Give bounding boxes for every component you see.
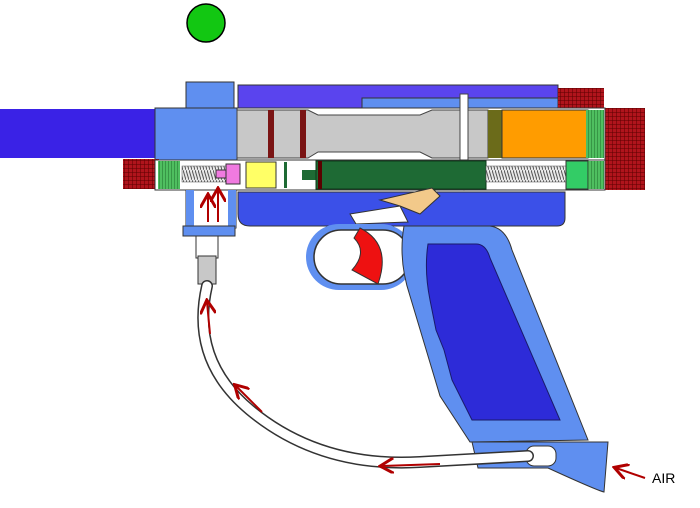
front-cap-low (123, 159, 159, 189)
sear (378, 187, 441, 215)
hammer-front-nub (302, 170, 316, 180)
hose-collar (197, 255, 217, 285)
air-post-right (228, 190, 236, 228)
barrel-adapter (154, 107, 238, 161)
valve-yellow (245, 161, 277, 189)
orange-block (501, 109, 589, 159)
rear-cap-top (558, 88, 604, 108)
bolt-oring-1 (268, 110, 274, 158)
air-label: AIR (652, 470, 676, 486)
hose-fitting-top (195, 235, 219, 259)
air-post-base (182, 225, 236, 237)
valve-pink (225, 163, 241, 185)
feed-neck (185, 81, 235, 113)
rear-cap-mid (605, 108, 645, 160)
rear-green-block (565, 160, 589, 190)
barrel (0, 109, 158, 158)
olive-block (488, 110, 502, 158)
trigger (351, 227, 383, 285)
grip-panel (425, 243, 561, 421)
rear-green-cap (588, 161, 604, 189)
paintball (186, 3, 226, 43)
valve-gap-marker (284, 162, 287, 188)
air-post-left (186, 190, 194, 228)
rear-cap-low (605, 160, 645, 190)
bolt-oring-2 (300, 110, 306, 158)
flow-arrow-2 (236, 386, 263, 413)
trigger-link (349, 205, 409, 225)
front-green-cap (158, 161, 180, 189)
main-spring (485, 165, 567, 183)
green-end-cap-top (586, 110, 604, 158)
bolt (236, 109, 489, 159)
air-in-arrow (616, 468, 646, 478)
hammer-dark-ring (318, 161, 322, 189)
flow-arrow-1 (382, 464, 441, 466)
flow-arrow-3 (207, 302, 210, 335)
hammer (315, 160, 487, 190)
